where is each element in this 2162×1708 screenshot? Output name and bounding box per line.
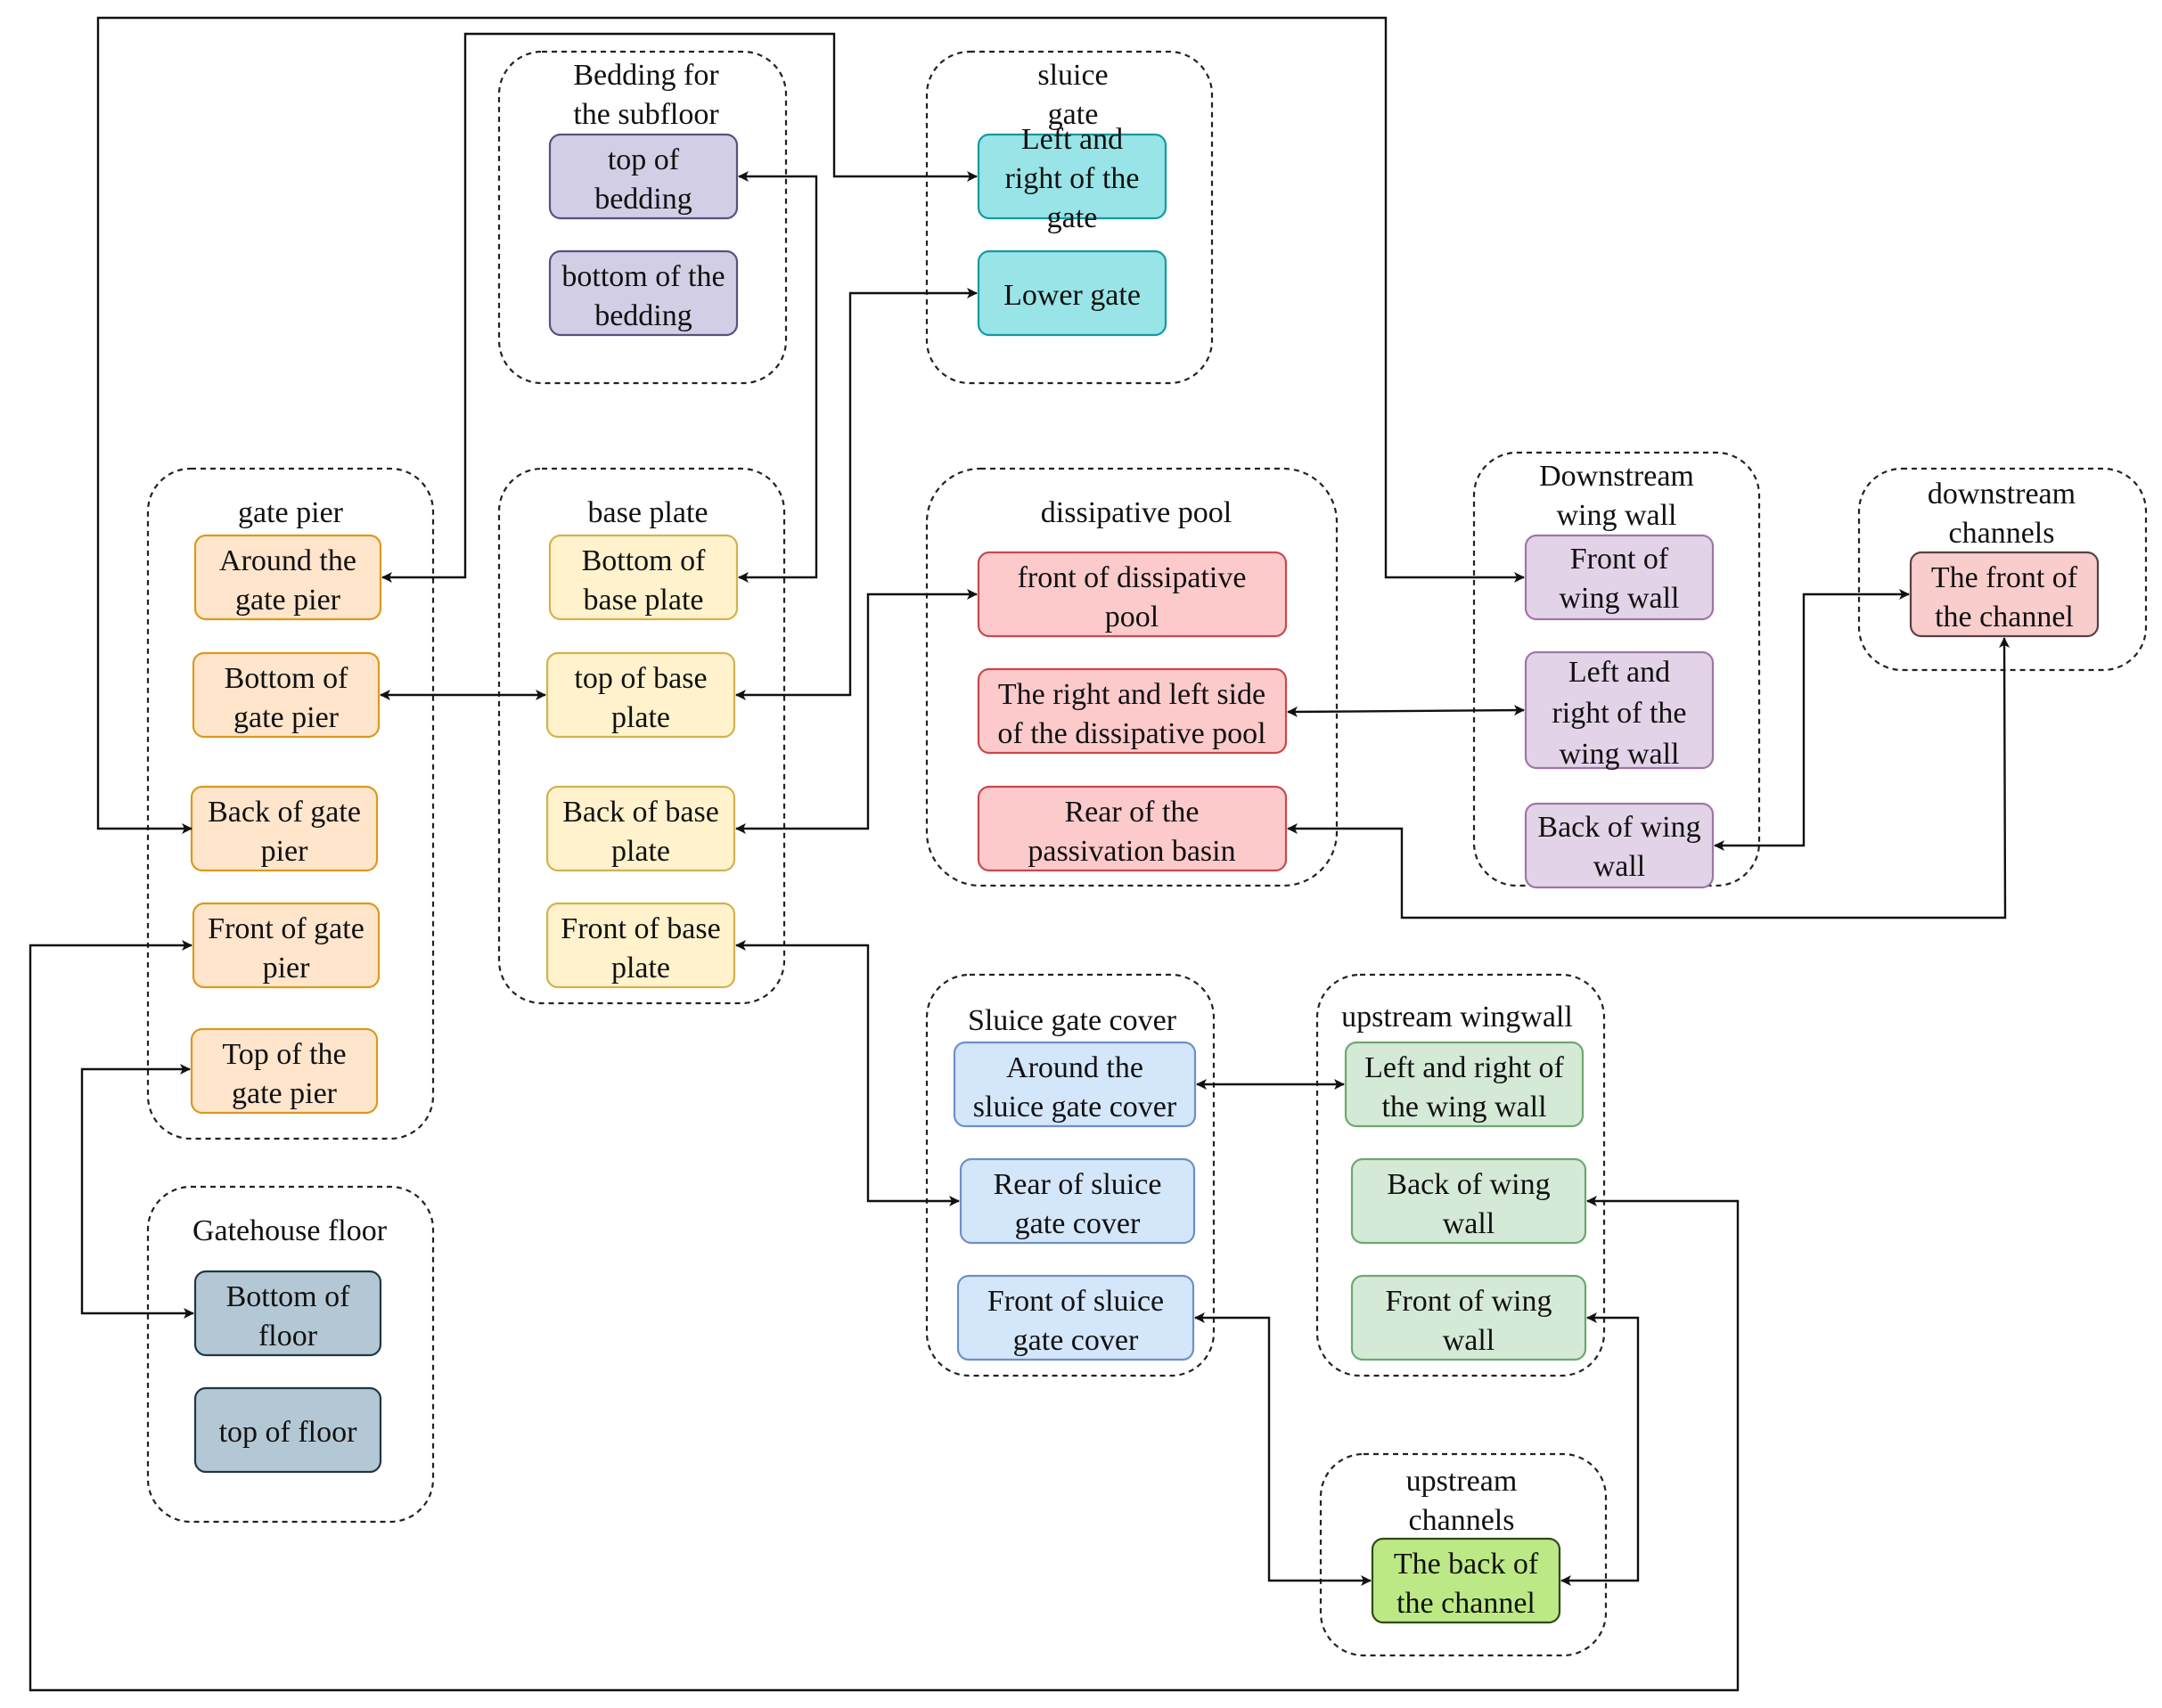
edge-front-of-wing-wall-to-back-of-channel xyxy=(1560,1312,1640,1586)
edge-top-of-gate-pier-to-bottom-of-floor xyxy=(80,1064,194,1319)
svg-text:Sluice gate cover: Sluice gate cover xyxy=(968,1004,1177,1037)
svg-text:upstream wingwall: upstream wingwall xyxy=(1341,1001,1573,1034)
svg-text:dissipative pool: dissipative pool xyxy=(1041,496,1232,529)
edge-around-gate-pier-to-left-right-of-gate xyxy=(381,32,978,583)
edge-front-of-sluice-gate-cover-to-back-of-channel xyxy=(1194,1312,1372,1586)
edge-dissipative-pool-sides-to-wing-wall-sides xyxy=(1287,705,1525,717)
svg-text:top of floor: top of floor xyxy=(219,1416,358,1449)
svg-text:Lower gate: Lower gate xyxy=(1003,279,1141,312)
edge-front-of-base-plate-to-rear-of-sluice-gate-cover xyxy=(735,940,960,1206)
edge-rear-of-passivation-basin-to-front-of-channel xyxy=(1287,637,2010,919)
node-lower-gate: Lower gate xyxy=(977,249,1167,337)
edge-back-of-base-plate-to-front-of-dissipative-pool xyxy=(735,589,978,834)
edge-top-of-bedding-to-bottom-of-base-plate xyxy=(738,171,818,583)
svg-text:Gatehouse floor: Gatehouse floor xyxy=(192,1214,388,1247)
edge-front-of-gate-pier-to-back-of-wing-wall xyxy=(29,940,1740,1692)
svg-text:gate pier: gate pier xyxy=(238,496,344,529)
node-top-of-floor: top of floor xyxy=(193,1386,382,1474)
edge-lower-gate-to-top-of-base-plate xyxy=(735,288,978,700)
svg-text:Front of wingwall: Front of wingwall xyxy=(1386,1285,1552,1357)
svg-text:base plate: base plate xyxy=(588,496,708,529)
edge-back-of-wing-wall-to-front-of-channel xyxy=(1714,589,1910,851)
edge-back-of-gate-pier-to-front-of-wing-wall xyxy=(96,16,1525,834)
